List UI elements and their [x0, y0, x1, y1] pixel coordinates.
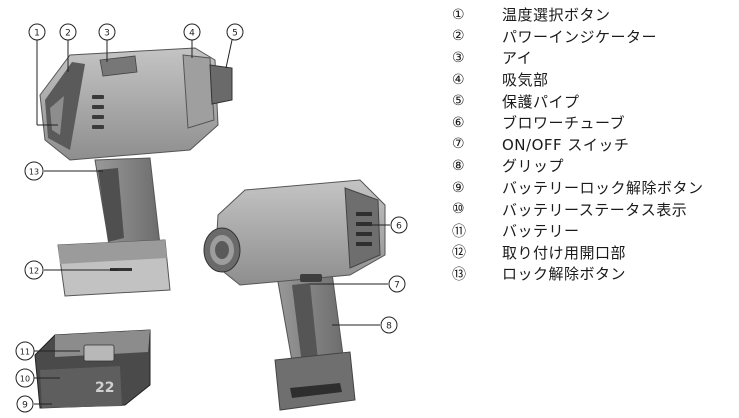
legend-label: ロック解除ボタン [502, 265, 627, 284]
callout-markers: 1 2 3 4 5 13 12 6 7 8 11 10 9 [15, 23, 408, 413]
legend-number: ① [452, 6, 466, 23]
legend-number: ⑤ [452, 93, 466, 110]
callout-12: 12 [24, 260, 44, 280]
legend-item: ⑥ ブロワーチューブ [452, 112, 737, 134]
legend-label: バッテリー [502, 222, 580, 241]
legend-item: ① 温度選択ボタン [452, 4, 737, 26]
callout-10: 10 [15, 368, 35, 388]
legend-number: ⑩ [452, 201, 466, 218]
legend-item: ⑬ ロック解除ボタン [452, 263, 737, 285]
legend-label: 保護パイプ [502, 92, 580, 111]
legend-item: ③ アイ [452, 47, 737, 69]
legend-item: ⑫ 取り付け用開口部 [452, 242, 737, 264]
callout-3: 3 [98, 23, 116, 41]
svg-text:2: 2 [65, 29, 71, 39]
legend-label: パワーインジケーター [502, 27, 658, 46]
legend-item: ⑪ バッテリー [452, 220, 737, 242]
svg-text:4: 4 [189, 29, 195, 39]
callout-6: 6 [390, 216, 408, 234]
legend-number: ⑥ [452, 114, 466, 131]
svg-text:6: 6 [396, 222, 402, 232]
legend-label: アイ [502, 49, 533, 68]
legend-label: 取り付け用開口部 [502, 243, 627, 262]
callout-7: 7 [388, 275, 406, 293]
legend-item: ⑦ ON/OFF スイッチ [452, 134, 737, 156]
legend-item: ⑩ バッテリーステータス表示 [452, 198, 737, 220]
svg-text:11: 11 [20, 348, 30, 357]
legend-label: ON/OFF スイッチ [502, 135, 630, 154]
callout-1: 1 [28, 23, 46, 41]
legend-label: 吸気部 [502, 71, 549, 90]
legend-label: ブロワーチューブ [502, 114, 626, 133]
callout-8: 8 [380, 316, 398, 334]
callout-5: 5 [226, 23, 244, 41]
legend-label: バッテリーロック解除ボタン [502, 179, 704, 198]
svg-text:13: 13 [29, 168, 39, 177]
legend-number: ③ [452, 49, 466, 66]
leader-lines [34, 39, 390, 405]
legend-number: ④ [452, 71, 466, 88]
parts-legend: ① 温度選択ボタン ② パワーインジケーター ③ アイ ④ 吸気部 ⑤ 保護パイプ ⑥ ブロ… [452, 4, 737, 285]
heat-gun-front-view [203, 179, 386, 411]
svg-text:8: 8 [386, 322, 392, 332]
legend-item: ⑨ バッテリーロック解除ボタン [452, 177, 737, 199]
legend-item: ④ 吸気部 [452, 69, 737, 91]
legend-number: ⑨ [452, 179, 466, 196]
legend-item: ⑧ グリップ [452, 155, 737, 177]
battery-mark-text: 22 [95, 380, 114, 396]
legend-number: ⑦ [452, 136, 466, 153]
svg-text:10: 10 [20, 375, 30, 384]
product-illustration: 22 [15, 23, 408, 413]
legend-label: 温度選択ボタン [502, 6, 611, 25]
callout-4: 4 [183, 23, 201, 41]
svg-text:1: 1 [34, 29, 40, 39]
callout-13: 13 [24, 161, 44, 181]
svg-text:12: 12 [29, 267, 39, 276]
legend-number: ⑪ [452, 223, 467, 240]
svg-text:7: 7 [394, 281, 400, 291]
legend-item: ⑤ 保護パイプ [452, 90, 737, 112]
heat-gun-rear-view [39, 47, 233, 297]
legend-number: ⑧ [452, 157, 466, 174]
callout-11: 11 [15, 341, 35, 361]
legend-label: グリップ [502, 157, 565, 176]
legend-number: ⑬ [452, 266, 467, 283]
callout-9: 9 [16, 395, 34, 413]
legend-number: ⑫ [452, 245, 467, 262]
callout-2: 2 [59, 23, 77, 41]
legend-label: バッテリーステータス表示 [502, 200, 688, 219]
battery-pack: 22 [34, 329, 151, 409]
svg-text:5: 5 [232, 29, 238, 39]
svg-text:3: 3 [104, 29, 110, 39]
svg-text:9: 9 [22, 401, 28, 411]
legend-number: ② [452, 28, 466, 45]
legend-item: ② パワーインジケーター [452, 26, 737, 48]
